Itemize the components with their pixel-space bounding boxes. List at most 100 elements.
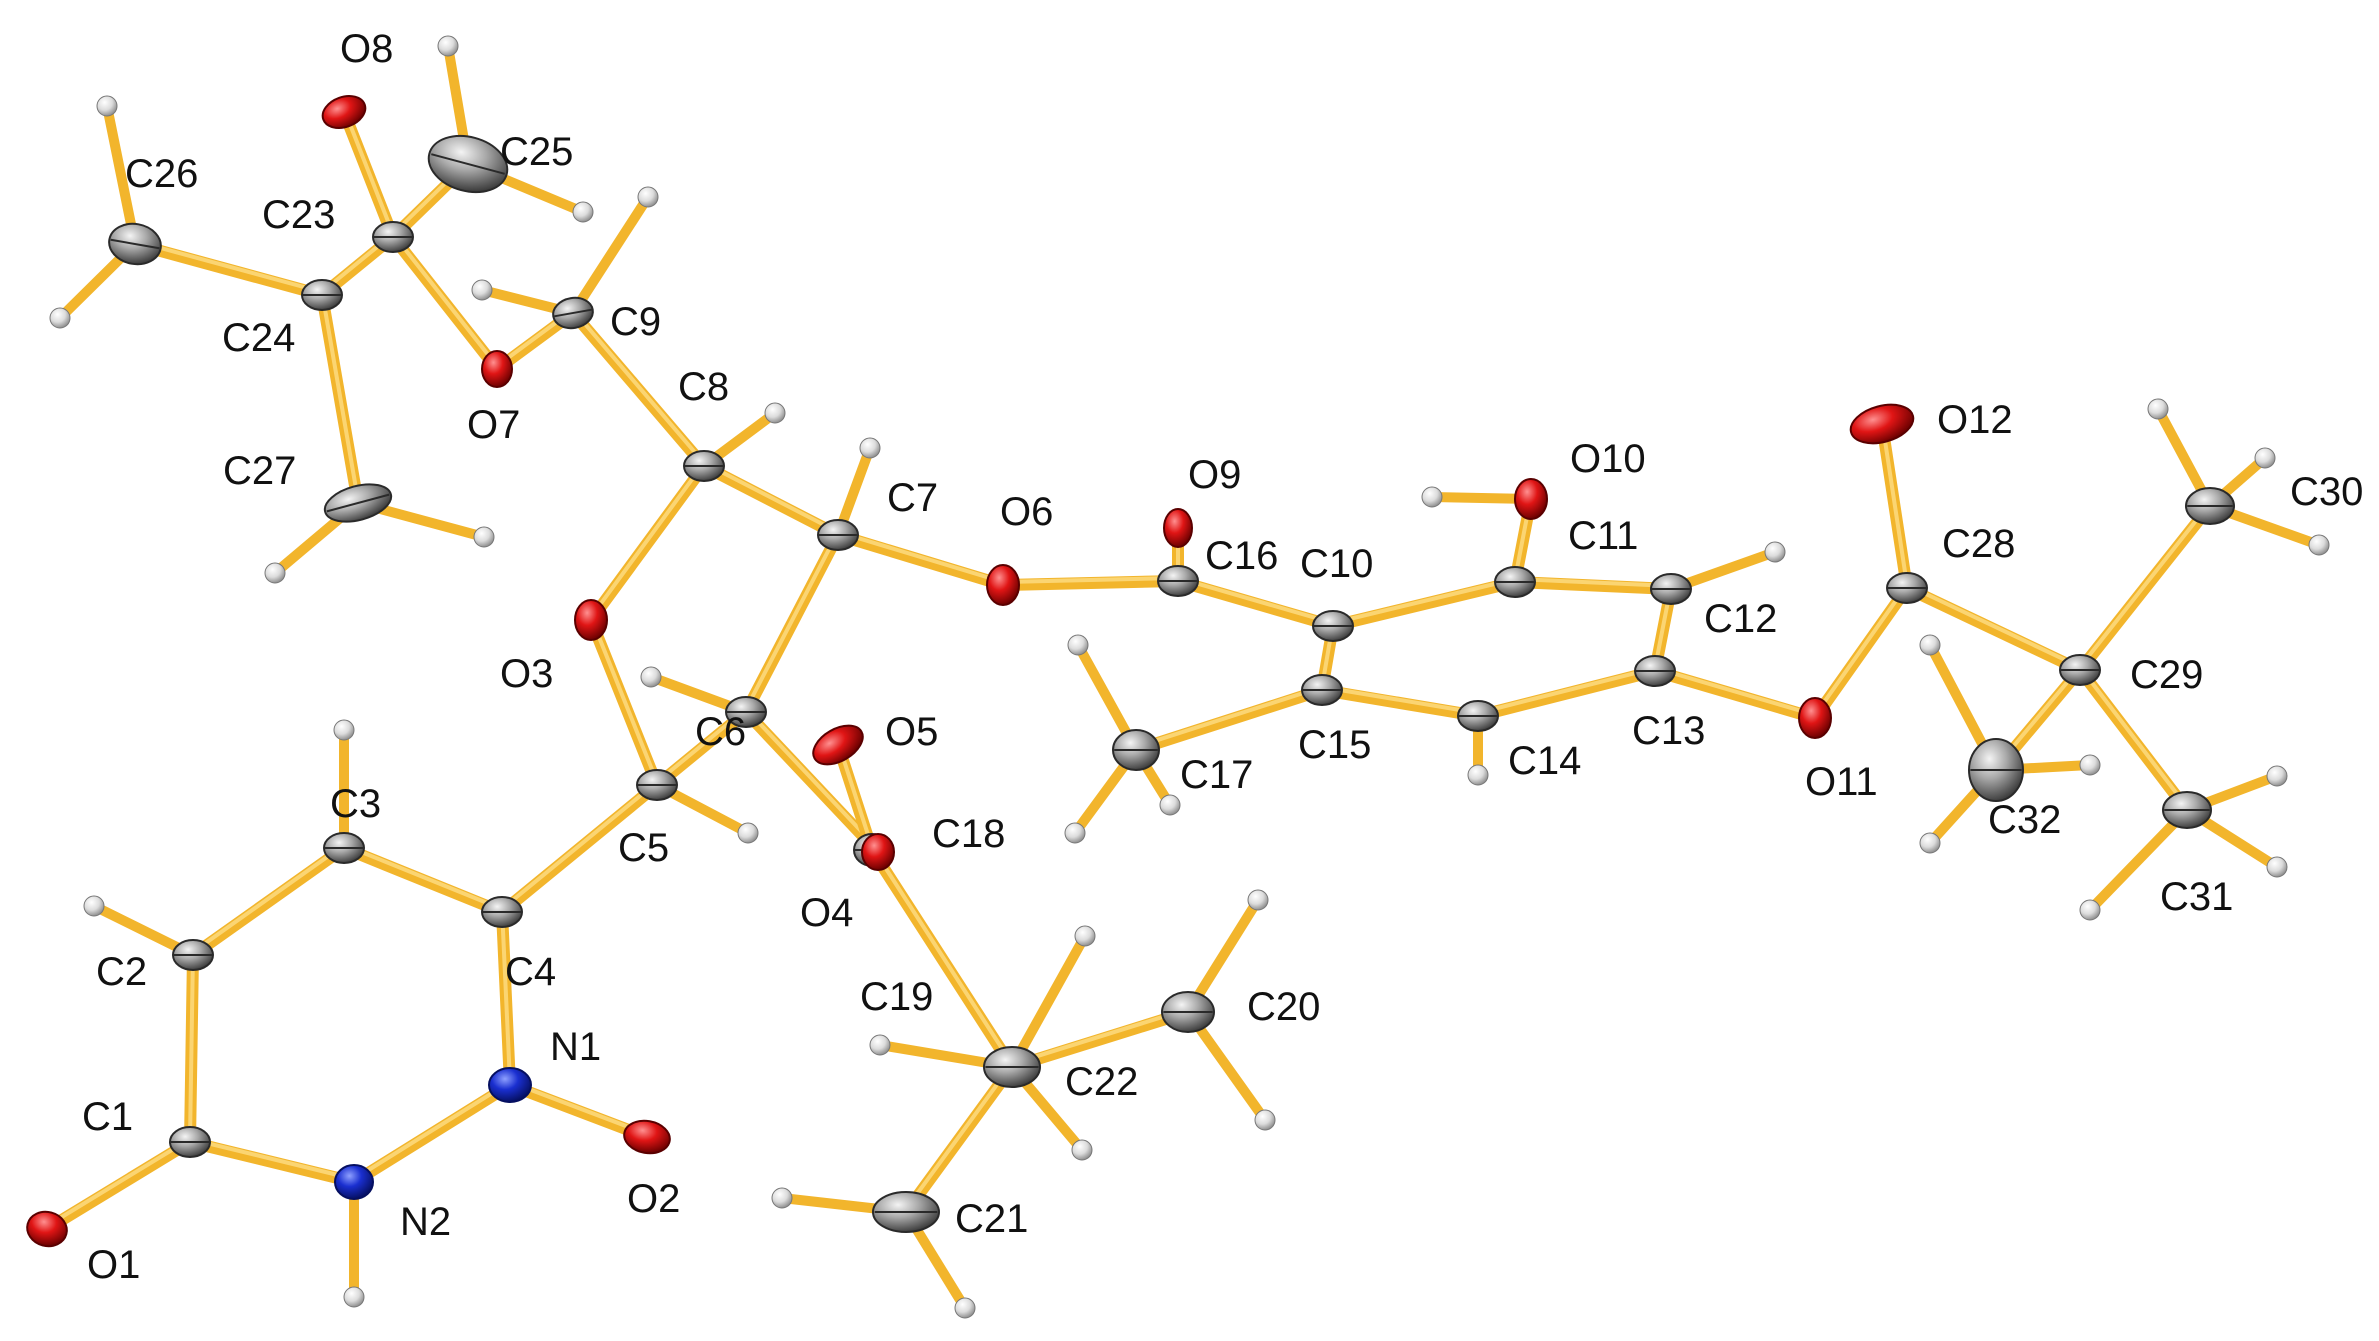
ellipsoid-axis [326, 493, 390, 513]
ellipsoid-axis [110, 238, 160, 250]
bond-c1-n2 [184, 1136, 360, 1188]
label-c11: C11 [1568, 514, 1638, 558]
atom-o12 [1849, 403, 1915, 445]
bond-highlight [2078, 501, 2212, 669]
label-c2: C2 [96, 950, 147, 994]
atom-o1 [26, 1210, 68, 1248]
hydrogen-atom [1421, 486, 1443, 508]
bond-highlight [1880, 419, 1909, 587]
hydrogen-atom [1764, 541, 1786, 563]
bond-highlight [589, 615, 659, 784]
bond-highlight [391, 232, 499, 368]
hydrogen-atom [264, 562, 286, 584]
label-c15: C15 [1298, 723, 1371, 767]
hydrogen-atom [572, 201, 594, 223]
hydrogen-atom [737, 822, 759, 844]
bond-highlight [744, 707, 880, 851]
hydrogen-atom [1919, 832, 1941, 854]
label-c23: C23 [262, 193, 335, 237]
bond-highlight [571, 308, 706, 465]
bond-c7-o6 [832, 529, 1009, 591]
bond-highlight [320, 290, 360, 502]
bond-highlight [2078, 665, 2189, 809]
bond-c5-c6 [651, 706, 752, 791]
bond-c22-c20 [1006, 1006, 1194, 1073]
bond-n2-n1 [348, 1079, 516, 1188]
bond-highlight [1010, 1007, 1190, 1066]
label-c8: C8 [678, 365, 729, 409]
hydrogen-atom [2266, 765, 2288, 787]
label-c25: C25 [500, 130, 573, 174]
hydrogen-atom [1067, 634, 1089, 656]
bond-c28-c29 [1901, 582, 2086, 676]
label-o5: O5 [885, 710, 938, 754]
hydrogen-atom [96, 95, 118, 117]
bond-c9-hydrogen [568, 192, 653, 318]
label-c19: C19 [860, 975, 933, 1019]
bond-highlight [342, 843, 504, 911]
bond-c24-c26 [129, 238, 328, 301]
label-c30: C30 [2290, 470, 2363, 514]
bond-c11-c12 [1509, 576, 1677, 595]
bond-highlight [508, 1080, 649, 1136]
bond-highlight [1320, 685, 1480, 715]
atoms-layer [26, 95, 2235, 1248]
label-o9: O9 [1188, 453, 1241, 497]
atom-o5 [812, 724, 864, 766]
label-c21: C21 [955, 1197, 1028, 1241]
label-o4: O4 [800, 891, 853, 935]
bond-highlight [500, 907, 512, 1084]
hydrogen-atom [343, 1286, 365, 1308]
bond-highlight [1813, 583, 1909, 717]
hydrogen-atom [954, 1297, 976, 1319]
label-o12: O12 [1937, 398, 2013, 442]
label-o7: O7 [467, 403, 520, 447]
bond-c22-hydrogen [1007, 931, 1090, 1072]
label-o11: O11 [1805, 760, 1878, 804]
hydrogen-atom [1919, 634, 1941, 656]
bond-c4-c3 [338, 842, 508, 918]
label-c26: C26 [125, 152, 198, 196]
hydrogen-atom [1159, 794, 1181, 816]
label-o6: O6 [1000, 490, 1053, 534]
label-c27: C27 [223, 449, 296, 493]
hydrogen-atom [1074, 925, 1096, 947]
label-n2: N2 [400, 1200, 451, 1244]
label-c9: C9 [610, 300, 661, 344]
label-c31: C31 [2160, 875, 2233, 919]
label-c12: C12 [1704, 597, 1777, 641]
bond-highlight [870, 845, 1014, 1066]
hydrogen-atom [471, 279, 493, 301]
bond-highlight [702, 461, 840, 534]
label-c13: C13 [1632, 709, 1705, 753]
bond-highlight [1134, 685, 1324, 749]
label-c7: C7 [887, 476, 938, 520]
bond-c5-c4 [496, 779, 663, 918]
bond-highlight [133, 239, 324, 294]
hydrogen-atom [2266, 856, 2288, 878]
bond-c15-c17 [1130, 684, 1328, 756]
hydrogen-atom [1071, 1139, 1093, 1161]
label-c20: C20 [1247, 985, 1320, 1029]
bond-highlight [836, 530, 1005, 584]
atom-o2 [623, 1119, 671, 1155]
label-c22: C22 [1065, 1060, 1138, 1104]
bond-highlight [191, 843, 346, 954]
bond-highlight [1513, 577, 1673, 588]
label-c28: C28 [1942, 522, 2015, 566]
atom-o10 [1514, 478, 1548, 520]
bond-highlight [500, 780, 659, 911]
hydrogen-atom [1254, 1109, 1276, 1131]
hydrogen-atom [83, 895, 105, 917]
bond-c10-c11 [1327, 576, 1521, 632]
bond-highlight [1331, 577, 1517, 625]
bond-highlight [1476, 666, 1657, 715]
bond-highlight [1001, 576, 1180, 584]
hydrogen-atom [764, 402, 786, 424]
label-c4: C4 [505, 950, 556, 994]
ellipsoid-axis [554, 308, 592, 318]
label-n1: N1 [550, 1025, 601, 1069]
label-c5: C5 [618, 826, 669, 870]
